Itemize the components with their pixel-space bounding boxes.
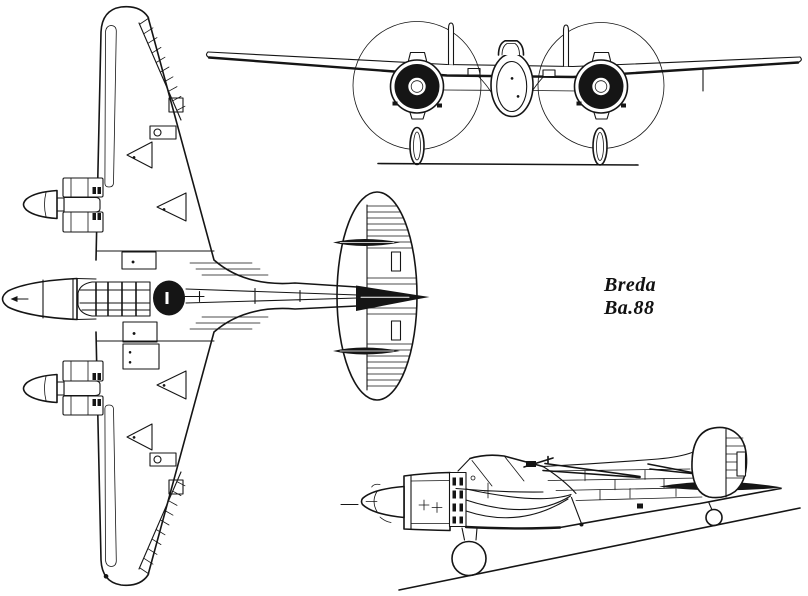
canopy-dome (497, 40, 525, 56)
canopy-roof (469, 454, 544, 468)
centre-section-panels (121, 251, 160, 370)
starboard-engine-nacelle (22, 177, 104, 233)
dorsal-turret (153, 280, 185, 316)
fin-tip-right (562, 24, 570, 67)
cowl-gill-slots (452, 477, 463, 524)
wing-flap-line (570, 496, 583, 526)
tail-boom-lines (185, 287, 359, 305)
starboard-wing-outline (95, 5, 358, 288)
tail-wheel (705, 508, 723, 527)
top-view (1, 5, 430, 587)
aerial-mast (483, 482, 495, 499)
canopy-sill (455, 487, 544, 493)
windshield (457, 457, 471, 472)
pitot-arrow-head (10, 296, 18, 302)
walkway-triangles (126, 141, 187, 451)
starboard-exhaust-stubs (92, 187, 101, 220)
port-wing-outline (95, 305, 358, 587)
canopy-frames (79, 289, 151, 311)
wing-intake-right (542, 69, 556, 78)
cockpit-canopy (77, 281, 151, 317)
starboard-aileron-ribs (139, 17, 186, 111)
cowl-detail-lines (410, 480, 451, 524)
wing-intake-left (467, 67, 481, 76)
turret-slit (165, 292, 169, 304)
spine-line (542, 451, 693, 468)
nose-panel-lines (42, 277, 74, 321)
fuselage-rivet-dots (510, 77, 520, 98)
main-wheel-side (451, 540, 487, 577)
ground-line-front (377, 162, 639, 166)
side-spinner (360, 485, 405, 519)
flap-dot (579, 522, 584, 527)
flap-rib-lines (189, 262, 269, 330)
fin-leading-edge (691, 428, 711, 463)
canopy-fairing (542, 465, 577, 495)
wing-root-contours (465, 488, 572, 519)
engine-cowling-right (573, 51, 629, 120)
walkway-dots (103, 156, 166, 579)
boarding-step (637, 503, 643, 509)
aircraft-name: Breda (604, 274, 656, 296)
port-exhaust-stubs (92, 373, 101, 406)
fin-tip-left (447, 22, 455, 66)
port-aileron-ribs (139, 481, 186, 575)
fuselage-nose (1, 277, 78, 321)
port-spinner (22, 373, 58, 404)
centre-section-lines (76, 250, 215, 342)
canopy-frame-lines (471, 456, 525, 487)
spinner-details (365, 483, 392, 523)
side-cowling (403, 471, 451, 532)
rudder-ribs (725, 437, 747, 479)
canopy-port (470, 475, 476, 481)
port-engine-nacelle (22, 360, 104, 416)
tail-cone (356, 285, 430, 311)
canopy-frame-verticals (95, 281, 137, 317)
wing-root-bottom (464, 525, 562, 530)
aileron-trim-tabs (168, 97, 184, 495)
fuselage-panel-lines (547, 468, 707, 501)
fuselage-bottom-line (559, 487, 782, 529)
aircraft-designation: Ba.88 (604, 297, 655, 319)
title-block: Breda Ba.88 (604, 274, 656, 320)
main-wheels-front (409, 126, 608, 166)
canopy-dome-inner (501, 43, 520, 56)
wing-access-panels (149, 125, 177, 467)
ground-line-side (398, 507, 801, 591)
elevator-tab-lower (390, 320, 402, 341)
gill-panel (448, 471, 467, 528)
leading-edge-strips (104, 25, 117, 567)
rear-gun-barrel (523, 455, 554, 468)
fuselage-inner-section (496, 60, 528, 113)
elevator-tab-upper (390, 251, 402, 272)
engine-cowling-left (389, 51, 445, 120)
aileron-hinge-lines (138, 22, 182, 570)
starboard-spinner (22, 189, 58, 220)
wing-tip-caps (205, 51, 802, 64)
main-gear-legs (461, 527, 478, 541)
trailing-edge-lines (443, 89, 579, 92)
front-view (205, 21, 802, 166)
side-view (340, 426, 801, 591)
rudder-tab (736, 451, 747, 477)
